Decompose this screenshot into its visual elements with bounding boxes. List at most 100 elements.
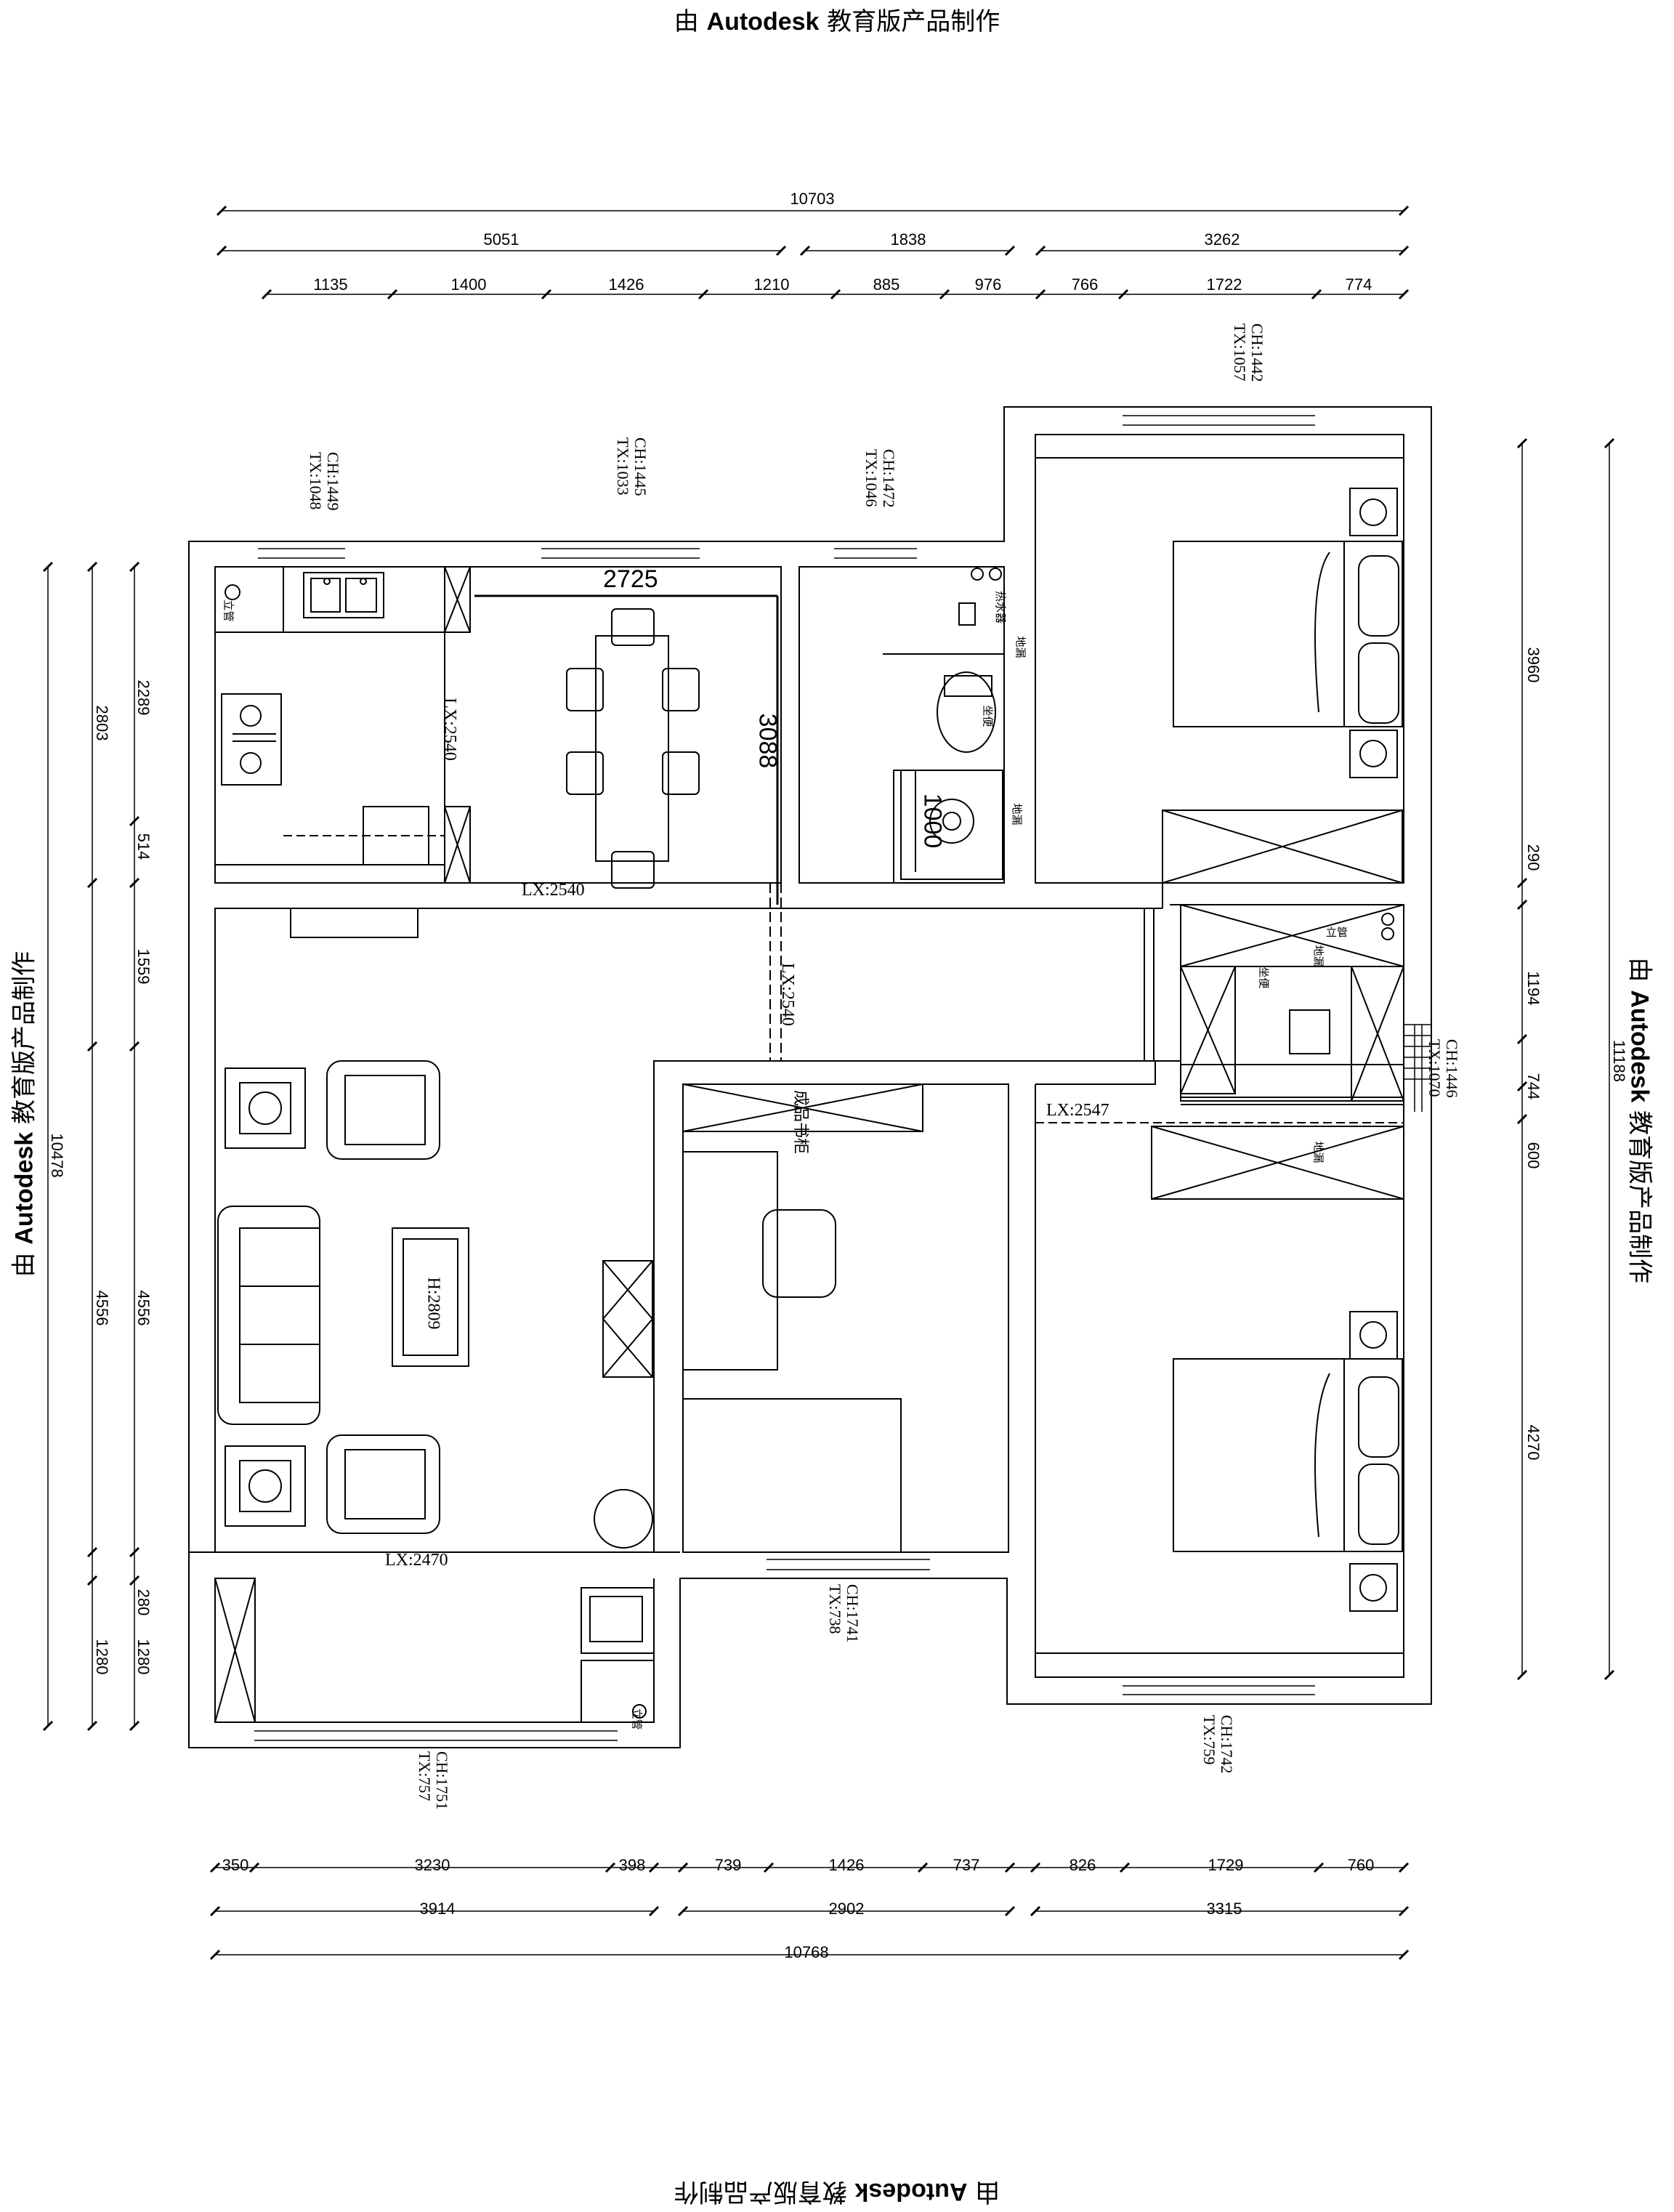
lx-kitchen-label: LX:2540 <box>440 698 459 761</box>
dim-top-detail: 774 <box>1345 275 1372 294</box>
dim-top-detail: 1135 <box>313 275 348 294</box>
dimension-tick <box>939 288 950 300</box>
dimension-tick <box>129 877 140 889</box>
dim-bottom-detail: 3230 <box>414 1856 450 1874</box>
dimension-tick <box>387 288 398 300</box>
dimension-tick <box>1004 245 1016 257</box>
dim-right-detail: 744 <box>1524 1073 1542 1100</box>
dimension-tick <box>541 288 552 300</box>
dimension-tick <box>1516 877 1528 889</box>
dim-right-detail: 3960 <box>1524 647 1542 683</box>
kitchen <box>214 566 471 884</box>
dimension-tick <box>1004 1905 1016 1917</box>
dimension-tick <box>1398 205 1410 217</box>
dimension-tick <box>129 815 140 827</box>
dim-left-mid: 2803 <box>93 705 111 741</box>
dimension-tick <box>1516 1669 1528 1681</box>
dimension-tick <box>1398 1862 1410 1873</box>
dimension-tick <box>1604 437 1615 449</box>
dimension-ticks <box>42 205 1615 1961</box>
dim-left-detail: 2289 <box>134 679 153 716</box>
dim-right-detail: 600 <box>1524 1142 1542 1169</box>
balcony <box>214 1578 655 1723</box>
dim-bottom-detail: 737 <box>953 1856 980 1874</box>
dimension-tick <box>677 1862 689 1873</box>
lx-corridor-label: LX:2540 <box>777 963 797 1026</box>
dimension-tick <box>1313 1862 1325 1873</box>
dimension-tick <box>129 1720 140 1732</box>
dim-bottom-detail: 826 <box>1069 1856 1096 1874</box>
dim-top-detail: 1426 <box>608 275 644 294</box>
dimension-tick <box>1035 245 1046 257</box>
lx-dining-label: LX:2540 <box>522 881 585 900</box>
study-room <box>682 1083 923 1552</box>
dimension-tick <box>1516 1081 1528 1092</box>
lx-living-label: LX:2470 <box>385 1551 448 1570</box>
dimension-tick <box>209 1905 221 1917</box>
dim-top-mid: 3262 <box>1204 230 1240 249</box>
living-room <box>217 883 782 1553</box>
dimension-tick <box>216 245 227 257</box>
dimension-tick <box>1030 1862 1041 1873</box>
vertical-pipe-label: 立管 <box>630 1708 644 1730</box>
dim-bottom-detail: 350 <box>222 1856 249 1874</box>
dimension-tick <box>86 1546 98 1558</box>
dimension-tick <box>86 561 98 573</box>
exterior-walls <box>188 406 1432 1748</box>
dim-left-detail: 4556 <box>134 1290 153 1326</box>
floor-drain-label: 地漏 <box>1311 1141 1325 1163</box>
dimension-tick <box>763 1862 775 1873</box>
dimension-tick <box>648 1862 660 1873</box>
dimension-tick <box>209 1862 221 1873</box>
dim-bottom-total: 10768 <box>784 1943 829 1961</box>
dim-bottom-mid: 3315 <box>1206 1900 1242 1918</box>
dim-left-detail: 1559 <box>134 948 153 985</box>
dimension-tick <box>1119 1862 1131 1873</box>
dimension-tick <box>129 561 140 573</box>
dimension-tick <box>1516 437 1528 449</box>
water-heater-label: 热水器 <box>994 590 1008 624</box>
dim-bottom-mid: 2902 <box>828 1900 865 1918</box>
dimension-tick <box>917 1862 929 1873</box>
tv-wall-label: H:2809 <box>424 1277 443 1330</box>
dimension-tick <box>129 1546 140 1558</box>
dimension-tick <box>129 1041 140 1052</box>
bookcase-label: 成品书柜 <box>791 1090 809 1155</box>
dim-bottom-detail: 739 <box>714 1856 742 1874</box>
dim-top-mid: 1838 <box>890 230 926 249</box>
dimension-tick <box>799 245 811 257</box>
dim-left-detail: 1280 <box>134 1639 153 1675</box>
dim-left-detail: 514 <box>134 833 153 860</box>
dim-right-detail: 1194 <box>1524 971 1542 1006</box>
dimension-tick <box>648 1905 660 1917</box>
dimension-tick <box>209 1949 221 1961</box>
dimension-tick <box>604 1862 616 1873</box>
dim-bottom-detail: 1729 <box>1208 1856 1244 1874</box>
dimension-tick <box>42 1720 54 1732</box>
lx-bedroom-label: LX:2547 <box>1046 1101 1109 1120</box>
dimension-tick <box>1035 288 1046 300</box>
dimension-tick <box>698 288 709 300</box>
dim-top-detail: 885 <box>873 275 900 294</box>
utility-room <box>1180 904 1404 1102</box>
dim-left-mid: 4556 <box>93 1290 111 1326</box>
dim-top-detail: 1210 <box>753 275 790 294</box>
second-bedroom <box>1035 1122 1404 1654</box>
dim-left-total: 10478 <box>48 1133 66 1178</box>
dimension-tick <box>86 877 98 889</box>
dim-top-detail: 1400 <box>450 275 487 294</box>
dimension-tick <box>1398 245 1410 257</box>
dimension-tick <box>1516 899 1528 911</box>
dimension-tick <box>1398 288 1410 300</box>
dim-bottom-detail: 760 <box>1347 1856 1375 1874</box>
dimension-tick <box>216 205 227 217</box>
dimension-tick <box>1604 1669 1615 1681</box>
dimension-tick <box>248 1862 260 1873</box>
dim-top-mid: 5051 <box>483 230 519 249</box>
floor-drain-label: 地漏 <box>1311 945 1325 967</box>
bathroom <box>883 568 1004 883</box>
